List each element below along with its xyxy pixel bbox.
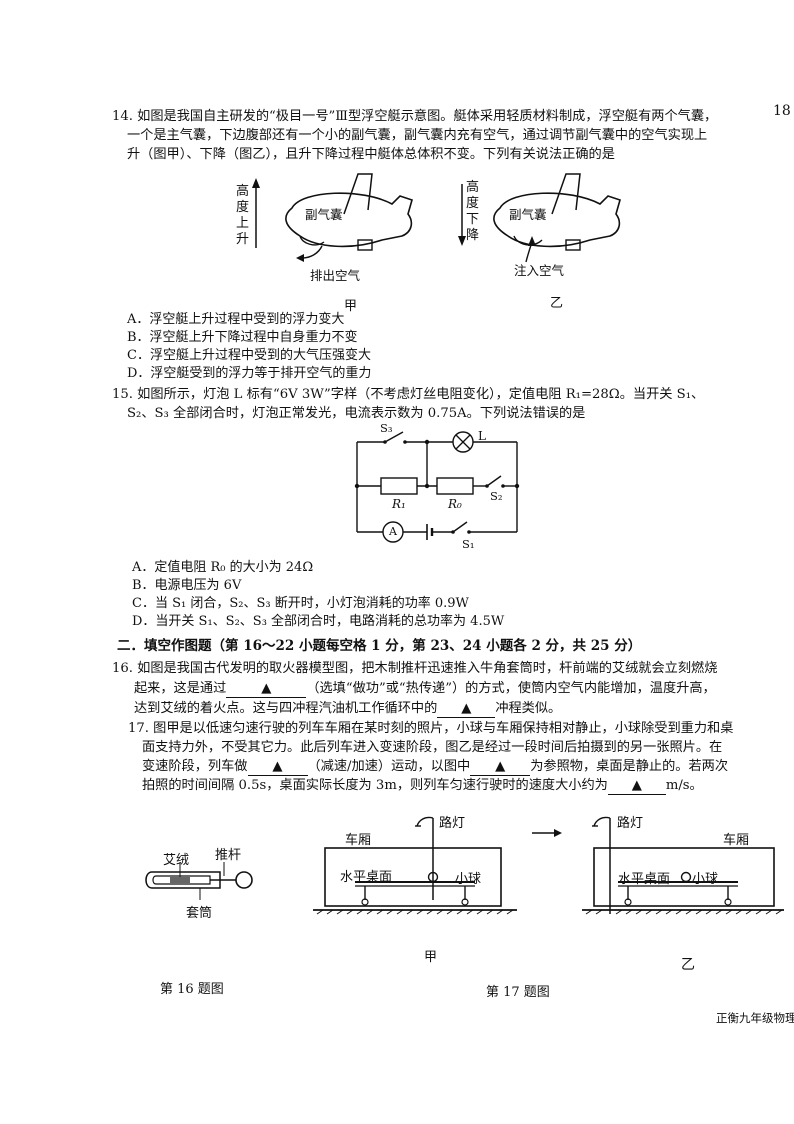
q17-line-2: 面支持力外，不受其它力。此后列车进入变速阶段，图乙是经过一段时间后拍摄到的另一张… — [142, 740, 723, 755]
q14-option-b: B．浮空艇上升下降过程中自身重力不变 — [127, 330, 358, 345]
motion-arrow-icon — [532, 829, 562, 837]
circuit-s1-label: S₁ — [462, 537, 475, 551]
circuit-s3-label: S₃ — [380, 421, 393, 435]
section-2-title: 二．填空作图题（第 16～22 小题每空格 1 分，第 23、24 小题各 2 … — [117, 638, 642, 654]
switch-s1 — [452, 521, 468, 533]
fig17-jia-car-label: 车厢 — [345, 833, 372, 848]
q14-line-3: 升（图甲）、下降（图乙），且升下降过程中艇体总体积不变。下列有关说法正确的是 — [127, 147, 615, 162]
moxa-fiber — [170, 877, 190, 883]
q15-option-a: A．定值电阻 R₀ 的大小为 24Ω — [132, 560, 314, 575]
fire-piston-figure — [145, 862, 253, 900]
fig14-jia-air-label: 排出空气 — [310, 268, 361, 283]
fig14-yi-arrow-label: 高度下降 — [466, 180, 480, 243]
q17-line-3: 变速阶段，列车做▲（减速/加速）运动，以图中▲为参照物，桌面是静止的。若两次 — [142, 758, 729, 776]
airship-figure-yi — [458, 173, 621, 263]
q16-line-2: 起来，这是通过▲（选填“做功”或“热传递”）的方式，使筒内空气内能增加，温度升高… — [134, 680, 716, 698]
up-arrow-icon — [252, 178, 260, 188]
q14-line-2: 一个是主气囊，下边腹部还有一个小的副气囊，副气囊内充有空气，通过调节副气囊中的空… — [127, 128, 708, 143]
ball-yi — [680, 871, 692, 883]
fig17-yi-caption: 乙 — [681, 957, 695, 973]
q15-option-c: C．当 S₁ 闭合，S₂、S₃ 断开时，小灯泡消耗的功率 0.9W — [132, 596, 469, 611]
fig17-yi-table-label: 水平桌面 — [618, 872, 671, 887]
q14-option-a: A．浮空艇上升过程中受到的浮力变大 — [127, 312, 345, 327]
fig17-yi-ball-label: 小球 — [692, 872, 719, 887]
circuit-lamp-label: L — [478, 429, 486, 443]
q17-blank-3[interactable]: ▲ — [607, 777, 666, 795]
fig16-airong-label: 艾绒 — [163, 853, 190, 868]
down-arrow-icon — [458, 236, 466, 246]
train-figure-yi — [582, 816, 784, 915]
fig17-yi-lamp-label: 路灯 — [617, 816, 644, 831]
fig14-jia-caption: 甲 — [344, 299, 358, 314]
q16-line-3: 达到艾绒的着火点。这与四冲程汽油机工作循环中的▲冲程类似。 — [134, 700, 562, 718]
car-body-jia — [324, 847, 502, 907]
fig14-jia-bag-label: 副气囊 — [305, 207, 343, 222]
car-body-yi — [593, 847, 775, 907]
q17-blank-2[interactable]: ▲ — [470, 758, 531, 776]
fig16-taotong-label: 套筒 — [186, 906, 213, 921]
q15-option-b: B．电源电压为 6V — [132, 578, 242, 593]
fig14-yi-air-label: 注入空气 — [514, 263, 565, 278]
q14-line-1: 14. 如图是我国自主研发的“极目一号”Ⅲ型浮空艇示意图。艇体采用轻质材料制成，… — [112, 109, 718, 124]
fig17-caption: 第 17 题图 — [486, 985, 550, 1000]
q14-option-d: D．浮空艇受到的浮力等于排开空气的重力 — [127, 366, 372, 381]
page-number: 18 — [773, 103, 791, 119]
fig17-yi-car-label: 车厢 — [723, 833, 750, 848]
q16-blank-2[interactable]: ▲ — [437, 700, 496, 718]
fig14-yi-bag-label: 副气囊 — [509, 207, 547, 222]
air-out-arrow-icon — [296, 254, 304, 262]
fig17-jia-ball-label: 小球 — [455, 872, 482, 887]
fig17-jia-table-label: 水平桌面 — [340, 870, 393, 885]
fig16-caption: 第 16 题图 — [160, 982, 224, 997]
circuit-s2-label: S₂ — [490, 489, 503, 503]
fig17-jia-lamp-label: 路灯 — [439, 816, 466, 831]
sleeve-tube — [145, 871, 221, 889]
airship-fin-yi — [551, 173, 581, 215]
q15-line-1: 15. 如图所示，灯泡 L 标有“6V 3W”字样（不考虑灯丝电阻变化），定值电… — [112, 387, 705, 402]
fig16-tuigan-label: 推杆 — [215, 848, 242, 863]
fig14-yi-caption: 乙 — [550, 296, 564, 311]
circuit-r0-label: R₀ — [448, 497, 462, 511]
resistor-r0 — [436, 477, 474, 495]
circuit-diagram — [354, 431, 520, 543]
airship-body-jia — [285, 192, 413, 248]
switch-s3 — [384, 431, 404, 443]
q17-line-1: 17. 图甲是以低速匀速行驶的列车车厢在某时刻的照片，小球与车厢保持相对静止，小… — [128, 721, 734, 736]
resistor-r1 — [380, 477, 418, 495]
q17-blank-1[interactable]: ▲ — [247, 758, 308, 776]
switch-s2 — [486, 475, 502, 487]
fig17-jia-caption: 甲 — [424, 950, 438, 965]
circuit-ammeter-label: A — [389, 525, 397, 538]
q14-option-c: C．浮空艇上升过程中受到的大气压强变大 — [127, 348, 371, 363]
q17-line-4: 拍照的时间间隔 0.5s，桌面实际长度为 3m，则列车匀速行驶时的速度大小约为▲… — [142, 777, 703, 795]
q15-option-d: D．当开关 S₁、S₂、S₃ 全部闭合时，电路消耗的总功率为 4.5W — [132, 614, 505, 629]
q16-line-1: 16. 如图是我国古代发明的取火器模型图，把木制推杆迅速推入牛角套筒时，杆前端的… — [112, 661, 718, 676]
q16-blank-1[interactable]: ▲ — [226, 680, 307, 698]
train-figure-jia — [313, 816, 517, 915]
circuit-r1-label: R₁ — [392, 497, 406, 511]
fig14-jia-arrow-label: 高度上升 — [236, 184, 250, 247]
airship-figure-jia — [252, 173, 413, 262]
ball-jia — [427, 871, 439, 883]
footer-text: 正衡九年级物理 — [716, 1011, 794, 1025]
air-in-arrow-icon — [528, 236, 536, 246]
push-rod-knob — [235, 871, 253, 889]
q15-line-2: S₂、S₃ 全部闭合时，灯泡正常发光，电流表示数为 0.75A。下列说法错误的是 — [127, 406, 586, 421]
airship-fin-jia — [343, 173, 373, 215]
airship-body-yi — [493, 192, 621, 248]
